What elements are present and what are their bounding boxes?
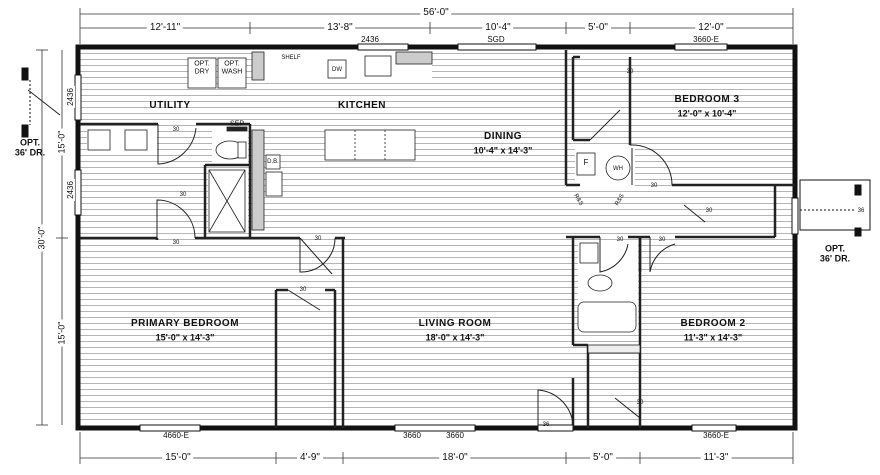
dim-bottom-5: 11'-3" [700,453,732,463]
room-primary-size: 15'-0" x 14'-3" [155,332,215,343]
dim-left-total: 30'-0" [36,224,47,252]
room-dining: DINING [484,131,522,142]
room-bedroom2-size: 11'-3" x 14'-3" [683,332,743,343]
sliding-glass-door: SGD [487,35,505,44]
label-opt-dry: OPT.DRY [194,60,210,75]
room-living-size: 18'-0" x 14'-3" [425,332,485,343]
dim-bottom-3: 18'-0" [439,453,471,463]
door-bedroom3-closet: 30 [705,208,713,214]
dim-top-1: 12'-11" [146,23,184,33]
label-sep: SEP [229,120,245,128]
door-hall-linen: 30 [650,183,658,189]
door-entry: 36 [542,422,550,428]
window-bottom-bed2: 3660-E [703,431,729,440]
optional-landings [21,67,871,237]
label-db: D.B. [267,159,279,165]
door-bedroom2-closet: 30 [636,400,644,406]
dim-top-3: 10'-4" [482,23,514,33]
fixtures [87,51,641,354]
door-opt-right: 36 [857,208,865,214]
dim-top-2: 13'-8" [324,23,356,33]
room-bedroom3-size: 12'-0" x 10'-4" [677,108,737,119]
dim-top-5: 12'-0" [695,23,727,33]
label-shelf: SHELF [281,55,301,61]
door-utility: 30 [172,127,180,133]
door-closet-primary: 30 [299,287,307,293]
door-bath2-a: 30 [616,237,624,243]
door-primary: 30 [172,240,180,246]
dim-top-4: 5'-0" [585,23,611,33]
room-bedroom3: BEDROOM 3 [674,94,740,105]
window-top-kitchen: 2436 [361,35,379,44]
door-utility-top: 30 [179,192,187,198]
dim-bottom-4: 5'-0" [590,453,616,463]
optional-door-right: OPT.36' DR. [819,243,851,264]
window-top-bed3: 3660-E [693,35,719,44]
interior-walls [80,50,795,428]
door-bedroom3: 30 [626,69,634,75]
room-living: LIVING ROOM [418,318,492,329]
label-opt-wash: OPT.WASH [221,60,243,75]
room-utility: UTILITY [149,100,191,111]
label-f: F [583,158,589,167]
room-kitchen: KITCHEN [338,100,386,111]
window-bottom-living-b: 3660 [446,431,464,440]
openings [74,43,799,432]
dim-left-lower: 15'-0" [56,319,67,347]
dim-bottom-1: 15'-0" [162,453,194,463]
dim-bottom-2: 4'-9" [297,453,323,463]
door-bath2-b: 30 [658,237,666,243]
room-bedroom2: BEDROOM 2 [680,318,746,329]
room-primary: PRIMARY BEDROOM [130,318,240,329]
window-bottom-living-a: 3660 [403,431,421,440]
window-bottom-primary: 4660-E [163,431,189,440]
label-dw: DW [332,67,342,73]
window-left-b: 2436 [66,179,75,201]
optional-door-left: OPT.36' DR. [14,137,46,158]
door-hall-bath: 30 [314,236,322,242]
window-left-a: 2436 [66,86,75,108]
label-wh: WH [613,166,623,172]
dim-top-total: 56'-0" [420,8,452,18]
room-dining-size: 10'-4" x 14'-3" [473,145,533,156]
